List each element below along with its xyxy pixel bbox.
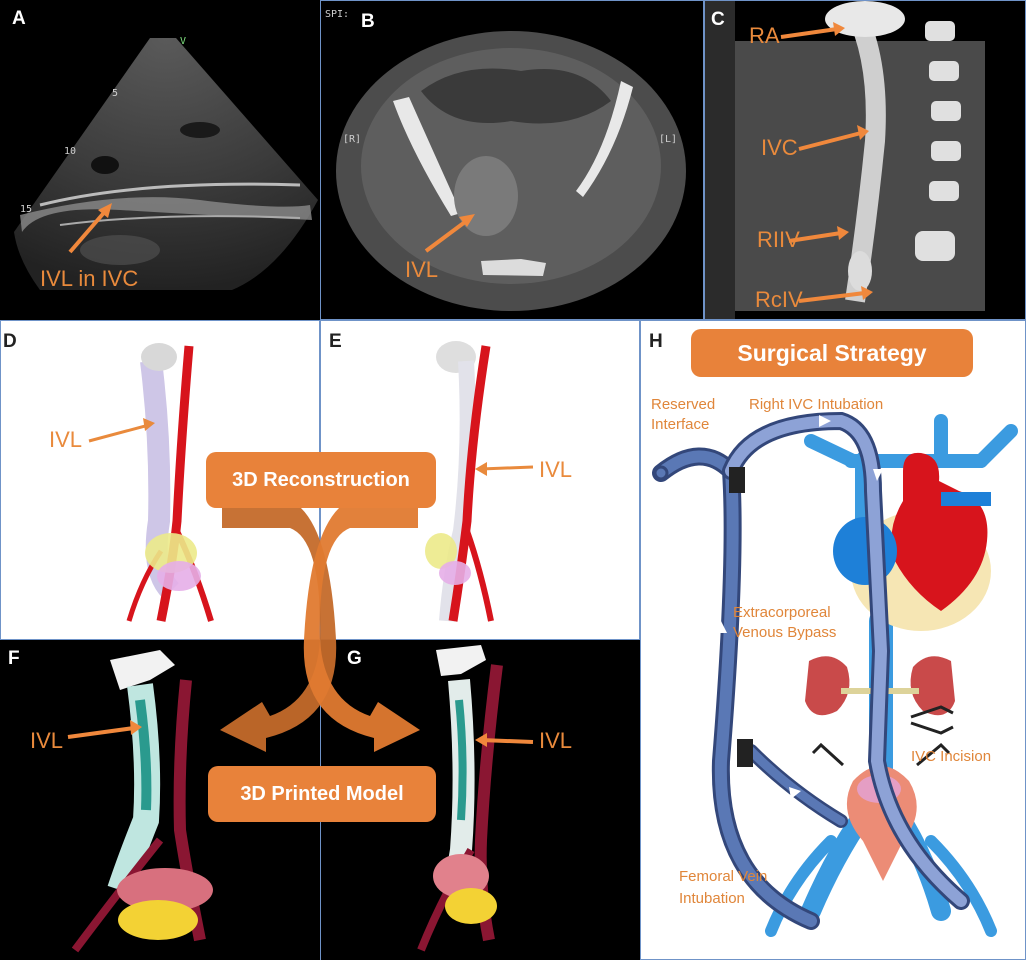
connector-icon	[737, 739, 753, 767]
spi-label: SPI:	[325, 9, 350, 20]
panel-b-axial-ct: B SPI: [R] [L] IVL	[320, 0, 704, 320]
probe-marker: V	[180, 36, 187, 47]
surgical-strategy-title: Surgical Strategy	[691, 329, 973, 377]
callout-ivl-b: IVL	[405, 257, 439, 282]
callout-riiv: RIIV	[757, 227, 800, 252]
panel-letter-e: E	[329, 331, 342, 352]
printed-model-g	[417, 645, 534, 952]
banner-3d-printed-model: 3D Printed Model	[208, 766, 436, 822]
printed-model-f	[67, 650, 213, 953]
panel-letter-b: B	[361, 11, 375, 32]
depth-mark-15: 15	[20, 204, 33, 215]
label-extracorporeal: Extracorporeal	[733, 604, 831, 621]
label-interface: Interface	[651, 416, 710, 433]
panel-letter-d: D	[3, 331, 17, 352]
right-marker: [R]	[343, 134, 362, 145]
label-reserved: Reserved	[651, 396, 716, 413]
callout-ivl-g: IVL	[539, 728, 573, 753]
panel-a-ultrasound: A 5 10 15 V IVL in IVC	[0, 0, 320, 320]
panel-letter-g: G	[347, 648, 362, 669]
panel-letter-c: C	[711, 9, 725, 30]
panel-letter-f: F	[8, 648, 20, 669]
sagittal-ct-image	[705, 1, 985, 319]
callout-rciv: RcIV	[755, 287, 803, 312]
label-venous-bypass: Venous Bypass	[733, 624, 837, 641]
clamp-icon	[811, 705, 954, 767]
callout-ivl-d: IVL	[49, 427, 83, 452]
depth-mark-5: 5	[112, 88, 119, 99]
connector-icon	[729, 467, 745, 493]
left-marker: [L]	[659, 134, 678, 145]
axial-ct-image	[336, 31, 686, 311]
panel-c-sagittal-ct: C RA IVC RIIV RcIV	[704, 0, 1026, 320]
label-ivc-incision: IVC Incision	[911, 748, 992, 765]
label-femoral-vein: Femoral Vein	[679, 868, 768, 885]
callout-ivl-f: IVL	[30, 728, 64, 753]
callout-ivl-in-ivc: IVL in IVC	[40, 266, 139, 291]
callout-ra: RA	[749, 23, 780, 48]
callout-ivc: IVC	[761, 135, 798, 160]
callout-ivl-e: IVL	[539, 457, 573, 482]
panel-letter-a: A	[12, 8, 26, 29]
label-right-ivc-intubation: Right IVC Intubation	[749, 396, 884, 413]
surgical-strategy-diagram	[652, 411, 1018, 937]
banner-3d-reconstruction: 3D Reconstruction	[206, 452, 436, 508]
label-intubation: Intubation	[679, 890, 745, 907]
reconstruction-model-d	[88, 343, 214, 622]
panel-letter-h: H	[649, 331, 663, 352]
panel-h-surgical-strategy: H Surgical Strategy Reserved Interface R…	[640, 320, 1026, 960]
reconstruction-model-e	[425, 341, 534, 622]
depth-mark-10: 10	[64, 146, 77, 157]
ultrasound-image	[14, 38, 318, 290]
